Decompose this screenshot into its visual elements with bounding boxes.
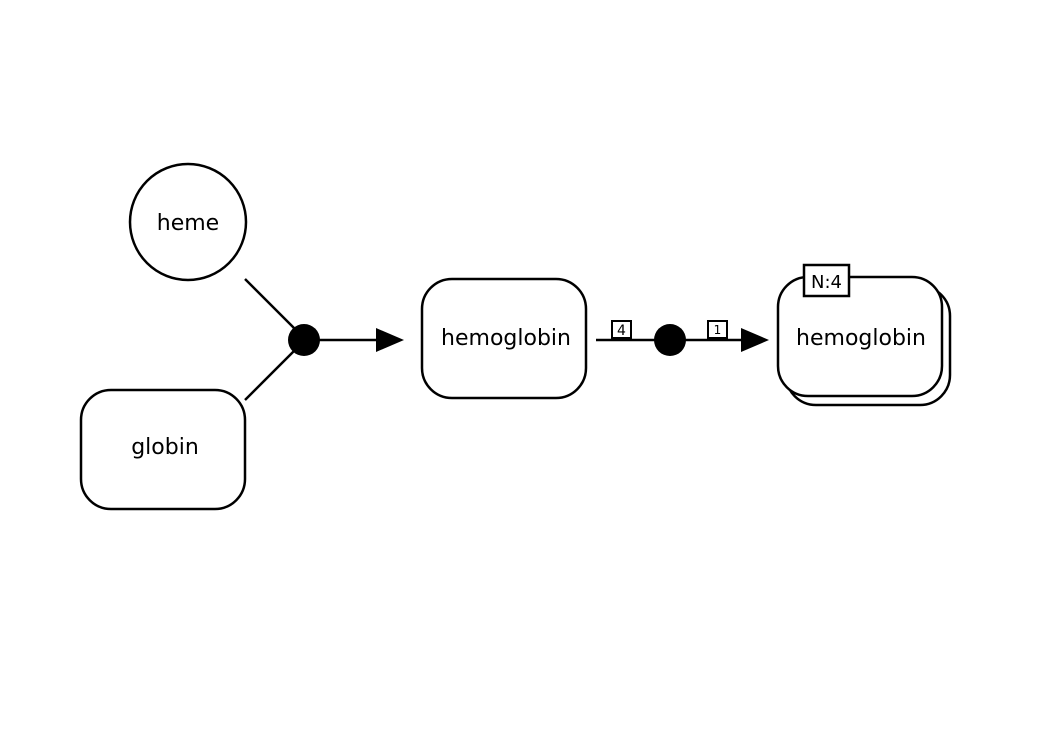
heme-label: heme	[157, 211, 219, 236]
node-globin[interactable]: globin	[79, 388, 247, 511]
hemoglobin-label: hemoglobin	[441, 326, 571, 351]
stoichiometry-in-label: 4	[617, 323, 626, 339]
node-heme[interactable]: heme	[128, 162, 248, 282]
globin-label: globin	[131, 435, 199, 460]
unit-of-information-label: N:4	[811, 272, 842, 293]
stoichiometry-out-label: 1	[714, 323, 722, 337]
edge-globin-to-process	[244, 349, 296, 401]
unit-of-information-badge: N:4	[802, 263, 851, 298]
arrowhead-to-multimer	[741, 328, 769, 352]
globin-shape	[79, 388, 247, 511]
heme-shape	[128, 162, 248, 282]
stoichiometry-in-badge: 4	[611, 320, 632, 339]
association-process-node[interactable]	[288, 324, 320, 356]
multimer-label: hemoglobin	[796, 326, 926, 351]
node-hemoglobin-multimer[interactable]: hemoglobin N:4	[776, 263, 952, 407]
multimerization-process-node[interactable]	[654, 324, 686, 356]
multimer-front-shape	[776, 275, 944, 398]
edge-heme-to-process	[244, 278, 296, 330]
hemoglobin-shape	[420, 277, 588, 400]
arrowhead-to-hemoglobin	[376, 328, 404, 352]
node-hemoglobin[interactable]: hemoglobin	[420, 277, 588, 400]
stoichiometry-out-badge: 1	[707, 320, 728, 339]
